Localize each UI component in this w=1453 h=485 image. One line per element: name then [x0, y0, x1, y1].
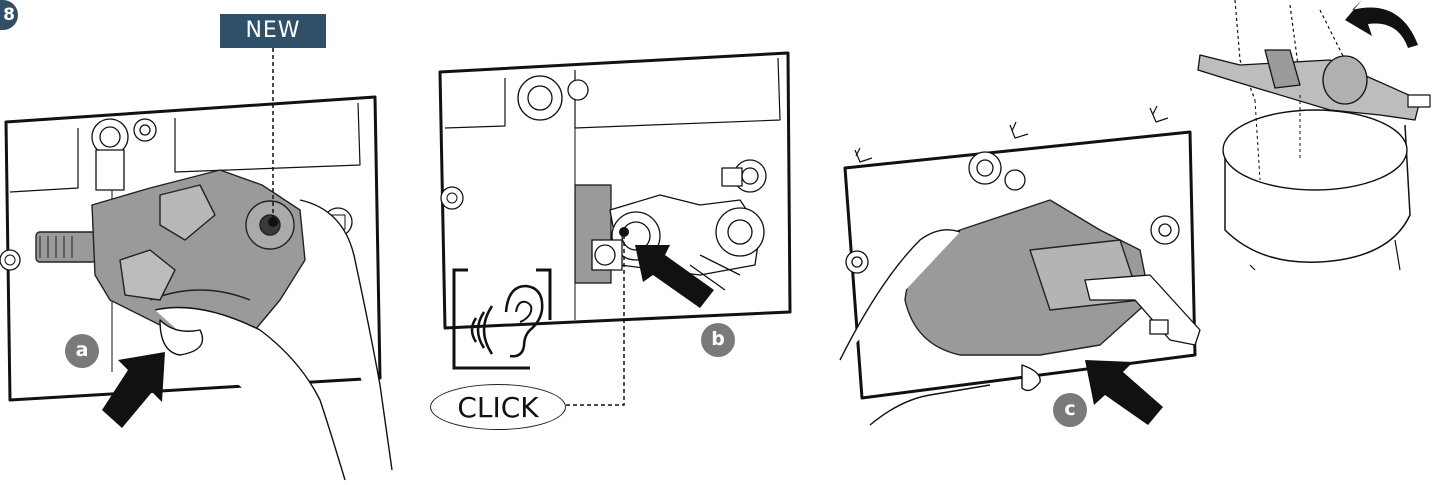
sub-step-badge-c: c: [1053, 393, 1087, 427]
panel-c-push-arrow: [1085, 360, 1163, 425]
panel-c: [840, 106, 1200, 425]
panel-b: [440, 53, 790, 328]
click-sound-label: CLICK: [430, 384, 566, 430]
panel-a: [0, 97, 392, 480]
panel-d-detail: [1198, 0, 1430, 270]
curved-rotate-arrow-icon: [1345, 0, 1418, 48]
sub-step-badge-b: b: [701, 323, 735, 357]
panel-b-wall-plate: [440, 53, 790, 328]
new-component-tag: NEW: [220, 14, 326, 48]
sub-step-badge-a: a: [65, 334, 99, 368]
